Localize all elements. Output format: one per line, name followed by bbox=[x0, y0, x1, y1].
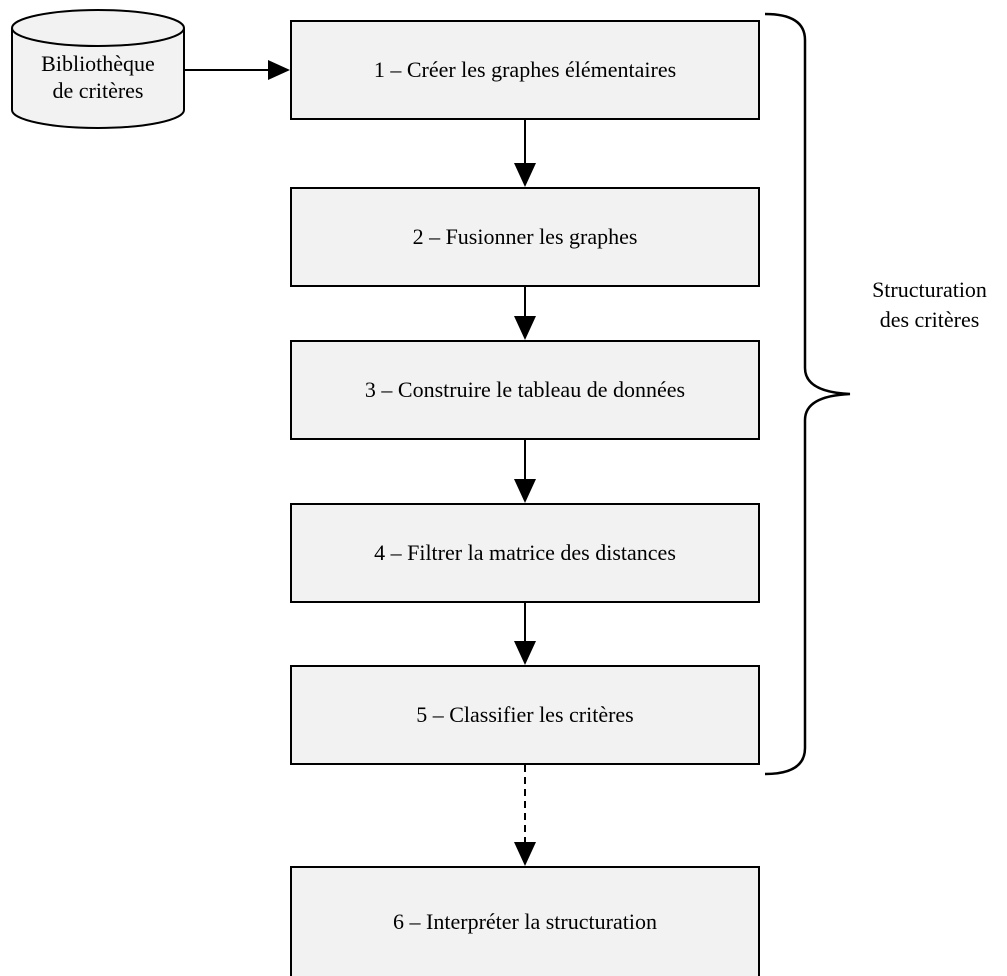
curly-brace bbox=[764, 12, 851, 776]
library-label-line-2: de critères bbox=[52, 78, 144, 103]
step-6-box: 6 – Interpréter la structuration bbox=[290, 866, 760, 976]
step-1-label: 1 – Créer les graphes élémentaires bbox=[373, 57, 677, 82]
arrow-step-4-to-5 bbox=[514, 603, 536, 665]
step-2-label: 2 – Fusionner les graphes bbox=[412, 224, 638, 249]
brace-label-line-2: des critères bbox=[879, 307, 980, 332]
step-3-box: 3 – Construire le tableau de données bbox=[290, 340, 760, 440]
library-label-line-1: Bibliothèque bbox=[41, 51, 155, 76]
arrow-step-1-to-2 bbox=[514, 120, 536, 187]
dashed-arrow-step-5-to-6 bbox=[514, 765, 536, 866]
arrow-library-to-step-1 bbox=[184, 60, 290, 80]
step-3-label: 3 – Construire le tableau de données bbox=[364, 377, 686, 402]
brace-label-line-1: Structuration bbox=[872, 277, 987, 302]
brace-label: Structuration des critères bbox=[852, 275, 1007, 335]
step-4-box: 4 – Filtrer la matrice des distances bbox=[290, 503, 760, 603]
step-5-label: 5 – Classifier les critères bbox=[416, 702, 634, 727]
step-4-label: 4 – Filtrer la matrice des distances bbox=[374, 540, 676, 565]
step-1-box: 1 – Créer les graphes élémentaires bbox=[290, 20, 760, 120]
step-5-box: 5 – Classifier les critères bbox=[290, 665, 760, 765]
arrow-step-2-to-3 bbox=[514, 287, 536, 340]
library-label: Bibliothèque de critères bbox=[12, 50, 184, 104]
arrow-step-3-to-4 bbox=[514, 440, 536, 503]
database-cylinder bbox=[11, 9, 185, 129]
step-2-box: 2 – Fusionner les graphes bbox=[290, 187, 760, 287]
step-6-label: 6 – Interpréter la structuration bbox=[393, 909, 657, 934]
